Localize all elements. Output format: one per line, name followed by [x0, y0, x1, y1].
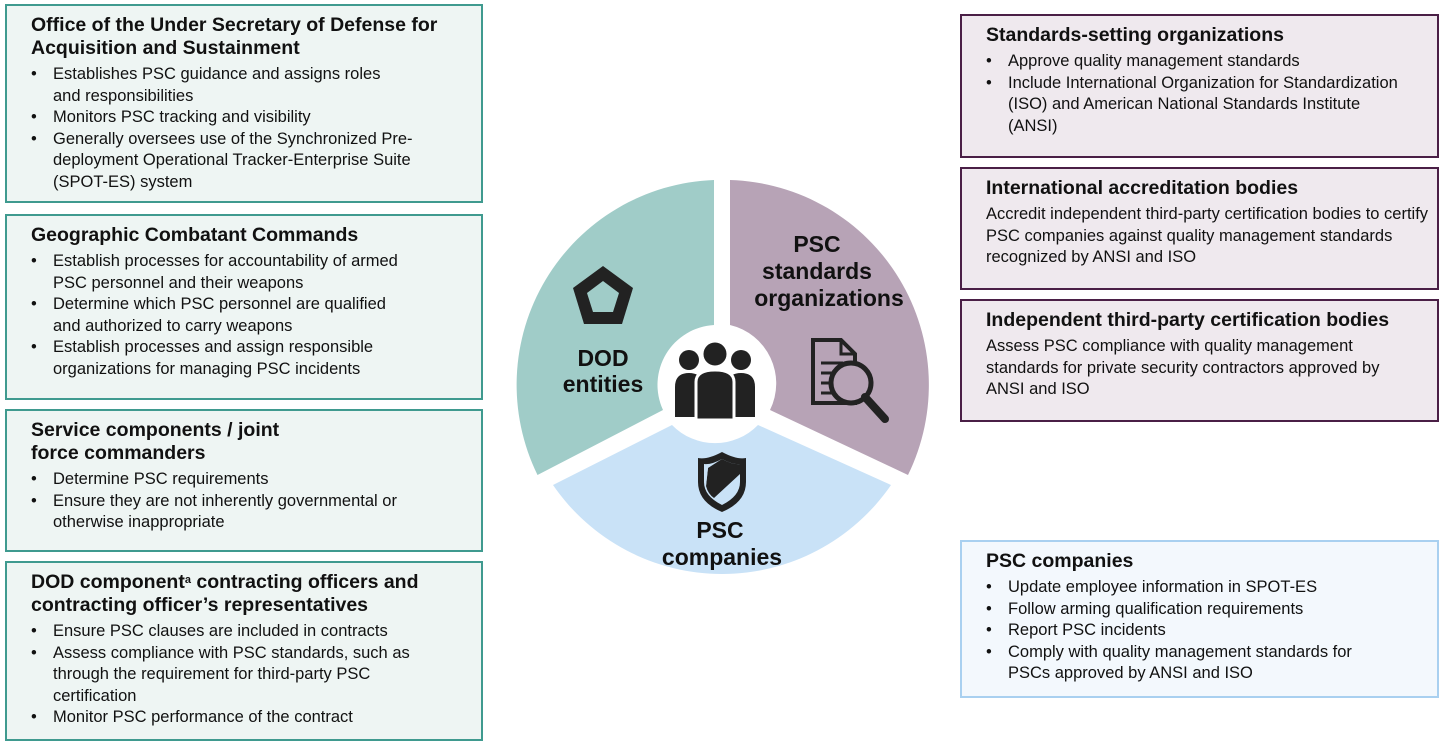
- contracting-officers-title: DOD componenta contracting officers and …: [31, 571, 419, 616]
- list-item: Update employee information in SPOT-ES: [986, 577, 1425, 599]
- list-item: Follow arming qualification requirements: [986, 599, 1425, 621]
- certification-box: Independent third-party certification bo…: [960, 299, 1439, 422]
- gcc-list: Establish processes for accountability o…: [31, 251, 469, 380]
- list-item: Monitors PSC tracking and visibility: [31, 107, 453, 129]
- list-item: Report PSC incidents: [986, 620, 1425, 642]
- osd-box: Office of the Under Secretary of Defense…: [5, 4, 483, 203]
- contracting-officers-box: DOD componenta contracting officers and …: [5, 561, 483, 741]
- service-components-title: Service components / joint force command…: [31, 419, 280, 464]
- service-components-list: Determine PSC requirements Ensure they a…: [31, 469, 469, 534]
- footnote-marker: a: [184, 574, 191, 586]
- contracting-officers-list: Ensure PSC clauses are included in contr…: [31, 621, 469, 729]
- list-item: Determine which PSC personnel are qualif…: [31, 294, 398, 337]
- shield-icon: [698, 452, 746, 512]
- accreditation-box: International accreditation bodies Accre…: [960, 167, 1439, 290]
- psc-companies-title: PSC companies: [986, 550, 1134, 572]
- list-item: Comply with quality management standards…: [986, 642, 1378, 685]
- osd-list: Establishes PSC guidance and assigns rol…: [31, 64, 453, 193]
- standards-setting-title: Standards-setting organizations: [986, 24, 1284, 46]
- people-group-icon: [675, 339, 755, 422]
- list-item: Ensure they are not inherently governmen…: [31, 491, 433, 534]
- standards-label-line2: standards: [762, 258, 872, 284]
- list-item: Approve quality management standards: [986, 51, 1425, 73]
- list-item: Establish processes for accountability o…: [31, 251, 398, 294]
- list-item: Generally oversees use of the Synchroniz…: [31, 129, 453, 194]
- list-item: Monitor PSC performance of the contract: [31, 707, 469, 729]
- document-magnifier-icon: [811, 338, 889, 423]
- psc-companies-list: Update employee information in SPOT-ES F…: [986, 577, 1425, 685]
- standards-label-line1: PSC: [793, 231, 840, 257]
- service-components-box: Service components / joint force command…: [5, 409, 483, 552]
- accreditation-text: Accredit independent third-party certifi…: [986, 205, 1429, 266]
- certification-text: Assess PSC compliance with quality manag…: [986, 337, 1380, 398]
- list-item: Establish processes and assign responsib…: [31, 337, 428, 380]
- standards-label-line3: organizations: [754, 285, 904, 311]
- entities-ring: DOD entities PSC standards organizations…: [516, 180, 929, 574]
- pentagon-icon: [573, 266, 633, 324]
- list-item: Ensure PSC clauses are included in contr…: [31, 621, 469, 643]
- dod-label-line2: entities: [563, 371, 644, 397]
- standards-setting-list: Approve quality management standards Inc…: [986, 51, 1425, 137]
- list-item: Assess compliance with PSC standards, su…: [31, 643, 443, 708]
- gcc-box: Geographic Combatant Commands Establish …: [5, 214, 483, 400]
- psc-label-line1: PSC: [696, 517, 743, 543]
- dod-segment: [516, 180, 714, 475]
- osd-title: Office of the Under Secretary of Defense…: [31, 14, 438, 59]
- list-item: Establishes PSC guidance and assigns rol…: [31, 64, 388, 107]
- list-item: Include International Organization for S…: [986, 73, 1398, 138]
- psc-label-line2: companies: [662, 544, 782, 570]
- list-item: Determine PSC requirements: [31, 469, 469, 491]
- standards-setting-box: Standards-setting organizations Approve …: [960, 14, 1439, 158]
- gcc-title: Geographic Combatant Commands: [31, 224, 359, 246]
- psc-companies-box: PSC companies Update employee informatio…: [960, 540, 1439, 698]
- certification-title: Independent third-party certification bo…: [986, 309, 1390, 331]
- dod-label-line1: DOD: [577, 345, 628, 371]
- accreditation-title: International accreditation bodies: [986, 177, 1299, 199]
- standards-segment: [730, 180, 929, 475]
